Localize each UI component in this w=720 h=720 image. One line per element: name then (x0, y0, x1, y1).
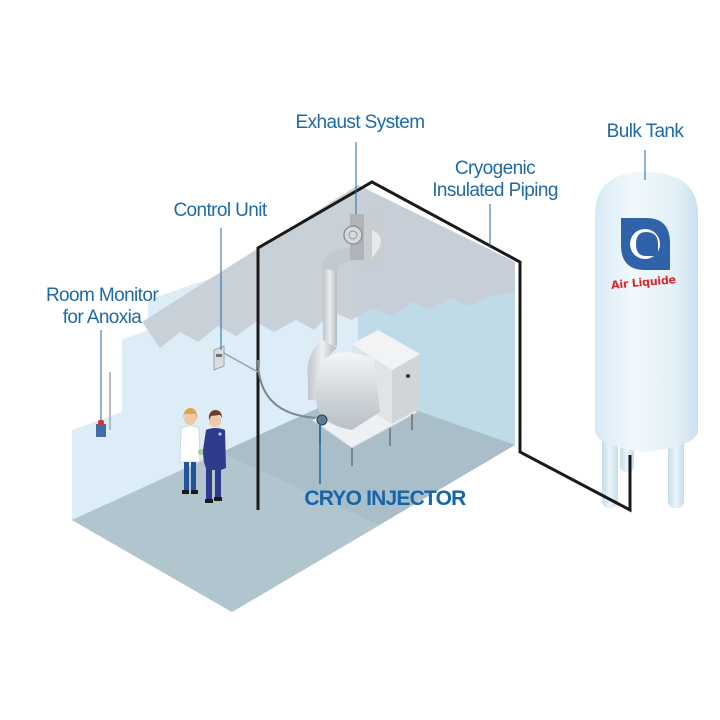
tank-leg (668, 430, 684, 508)
control-unit-box (213, 345, 225, 371)
room-monitor-label-line1: Room Monitor (45, 285, 159, 306)
room (72, 185, 515, 612)
cryo-injector-label: CRYO INJECTOR (304, 487, 466, 510)
cryogenic-piping-label-line1: Cryogenic (454, 158, 536, 179)
machine-drum (316, 352, 380, 430)
bulk-tank-label: Bulk Tank (606, 121, 684, 142)
air-liquide-logo-icon (621, 218, 670, 270)
cryo-injector-machine[interactable] (310, 330, 420, 466)
injector-nozzle (316, 414, 328, 426)
control-unit[interactable] (213, 345, 225, 371)
control-unit-label: Control Unit (173, 200, 267, 221)
person-in-lab-coat-icon (179, 408, 204, 494)
cryogenic-piping[interactable] (221, 180, 632, 513)
exhaust-system[interactable] (307, 212, 384, 400)
leader-lines (100, 142, 646, 484)
control-cable (221, 351, 259, 373)
person-in-coverall-icon (203, 410, 226, 503)
exhaust-system-label: Exhaust System (295, 112, 425, 133)
exhaust-fan-grille (343, 225, 363, 245)
pipe-line (256, 180, 632, 513)
machine-cabinet-top (352, 330, 420, 370)
cryogenic-piping-label-line2: Insulated Piping (432, 180, 558, 201)
tank-body (595, 172, 698, 452)
room-monitor-body (96, 424, 106, 437)
room-monitor[interactable] (96, 372, 111, 437)
machine-indicator (406, 374, 410, 378)
tank-leg (602, 430, 618, 508)
bulk-tank[interactable] (595, 172, 698, 508)
machine-cabinet-side (392, 354, 420, 424)
exhaust-fan-disc (372, 230, 381, 258)
control-unit-display (216, 354, 222, 357)
room-monitor-label-line2: for Anoxia (62, 307, 142, 328)
alarm-light-icon (98, 420, 104, 425)
exhaust-duct-vertical (323, 262, 337, 346)
floor-light (72, 452, 380, 612)
injector-hose (257, 359, 319, 419)
exhaust-fan-grille-inner (348, 230, 358, 240)
